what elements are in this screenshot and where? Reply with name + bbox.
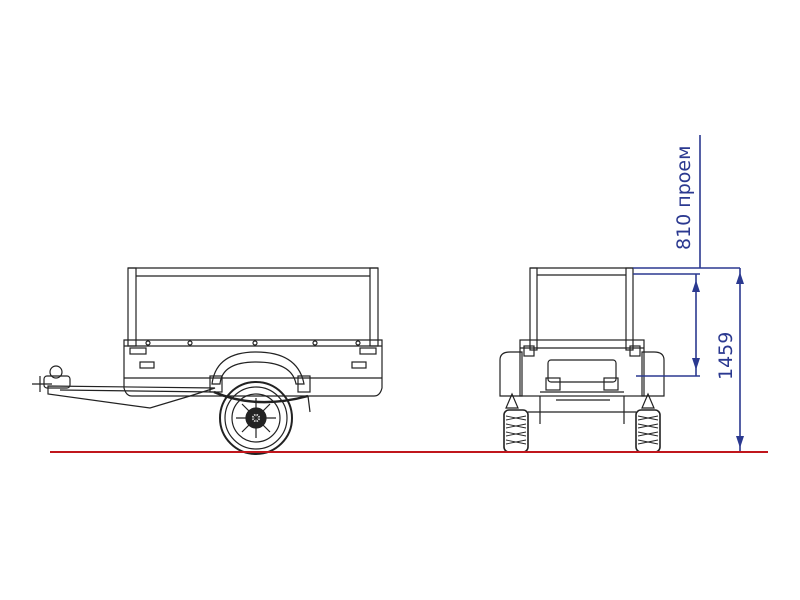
side-fender	[211, 351, 305, 385]
rear-right-tyre	[635, 409, 661, 453]
side-tent-frame	[127, 267, 379, 347]
rear-right-fender	[641, 351, 665, 397]
rear-tent-frame	[529, 267, 634, 351]
rear-left-fender	[499, 351, 523, 397]
rear-body	[519, 339, 645, 401]
side-drawbar	[47, 385, 216, 409]
side-wheel	[219, 381, 293, 455]
rear-left-tyre	[503, 409, 529, 453]
total-height-label: 1459	[715, 332, 737, 380]
rear-view	[499, 267, 665, 453]
opening-dimension-label: 810 проем	[673, 146, 695, 250]
side-suspension	[209, 375, 311, 413]
side-view	[32, 267, 383, 455]
reflector-icon	[505, 392, 655, 409]
side-body	[123, 339, 383, 397]
coupling-icon	[32, 365, 71, 392]
